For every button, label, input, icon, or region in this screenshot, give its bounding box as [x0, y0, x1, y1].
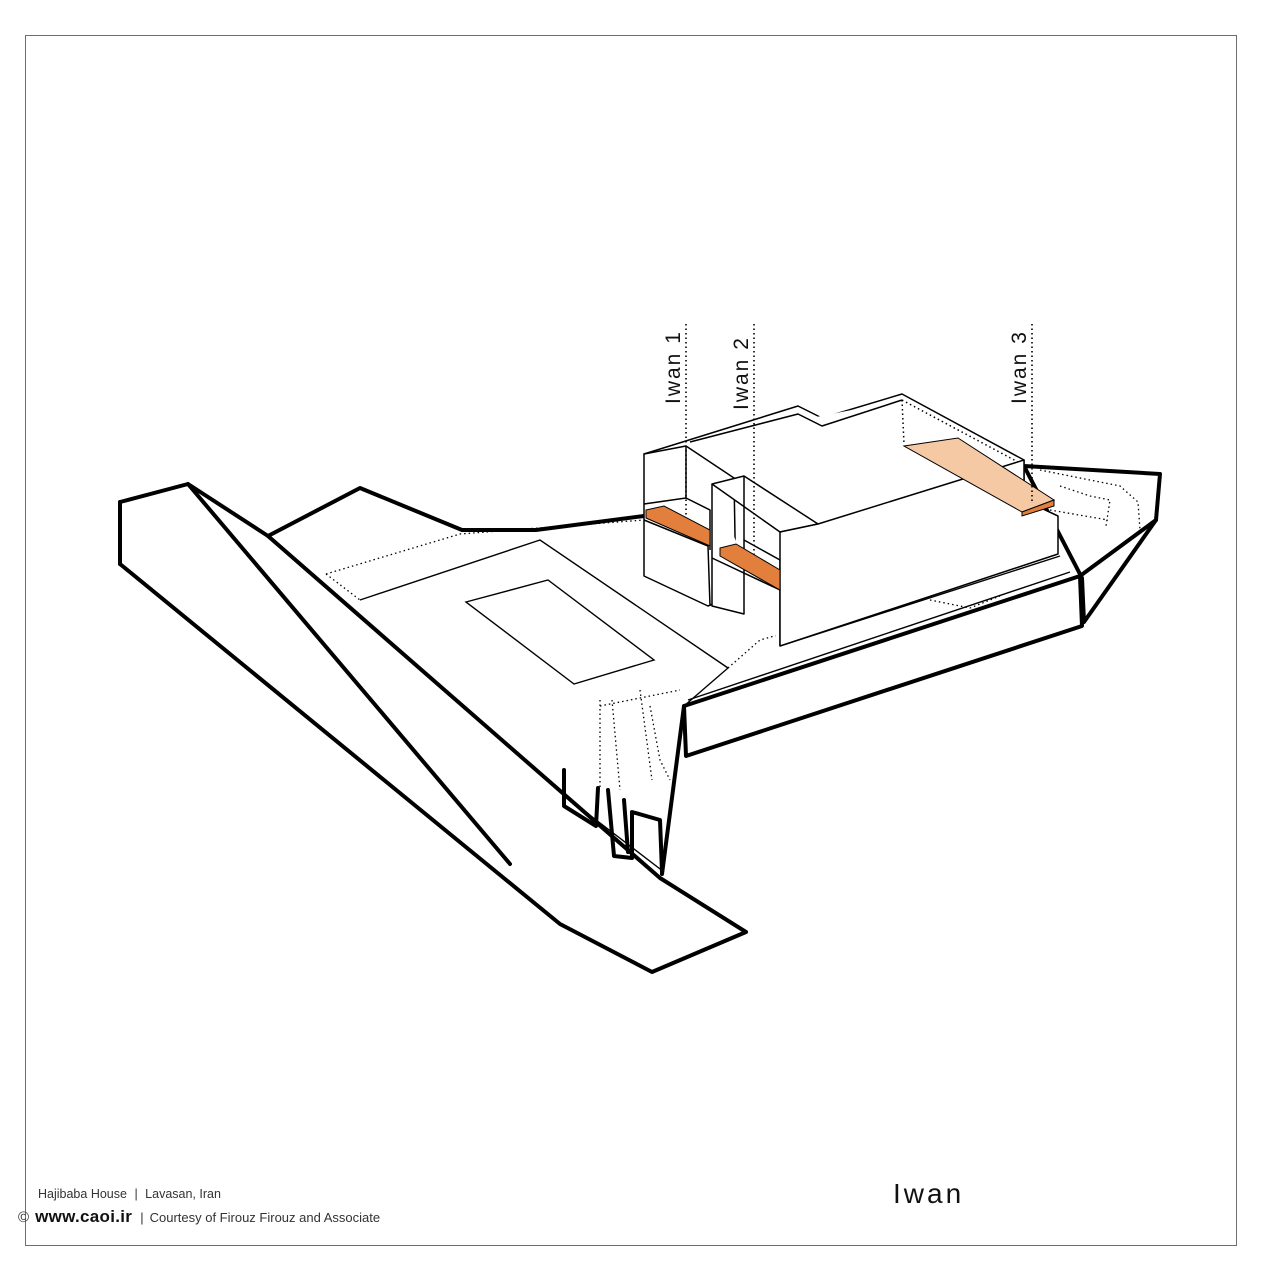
credit-separator: |: [140, 1210, 144, 1225]
iwan-2-area: [719, 543, 781, 591]
credit-caption: © www.caoi.ir | Courtesy of Firouz Firou…: [18, 1207, 380, 1227]
project-location: Lavasan, Iran: [145, 1187, 221, 1201]
caption-separator: |: [134, 1187, 138, 1201]
leader-lines: [685, 324, 1033, 556]
page-frame: [25, 35, 1237, 1246]
project-caption: Hajibaba House | Lavasan, Iran: [38, 1187, 221, 1201]
iwan-1-label: Iwan 1: [662, 330, 685, 404]
diagram-title: Iwan: [893, 1178, 965, 1209]
iwan-2-label: Iwan 2: [730, 336, 753, 410]
building: [643, 393, 1059, 647]
website-link[interactable]: www.caoi.ir: [35, 1207, 133, 1226]
copyright-symbol: ©: [18, 1209, 30, 1226]
project-name: Hajibaba House: [38, 1187, 127, 1201]
iwan-3-label: Iwan 3: [1008, 330, 1031, 404]
courtesy-text: Courtesy of Firouz Firouz and Associate: [149, 1210, 381, 1225]
iwan-1-area: [645, 505, 711, 547]
iwan-highlights: [645, 437, 1056, 591]
